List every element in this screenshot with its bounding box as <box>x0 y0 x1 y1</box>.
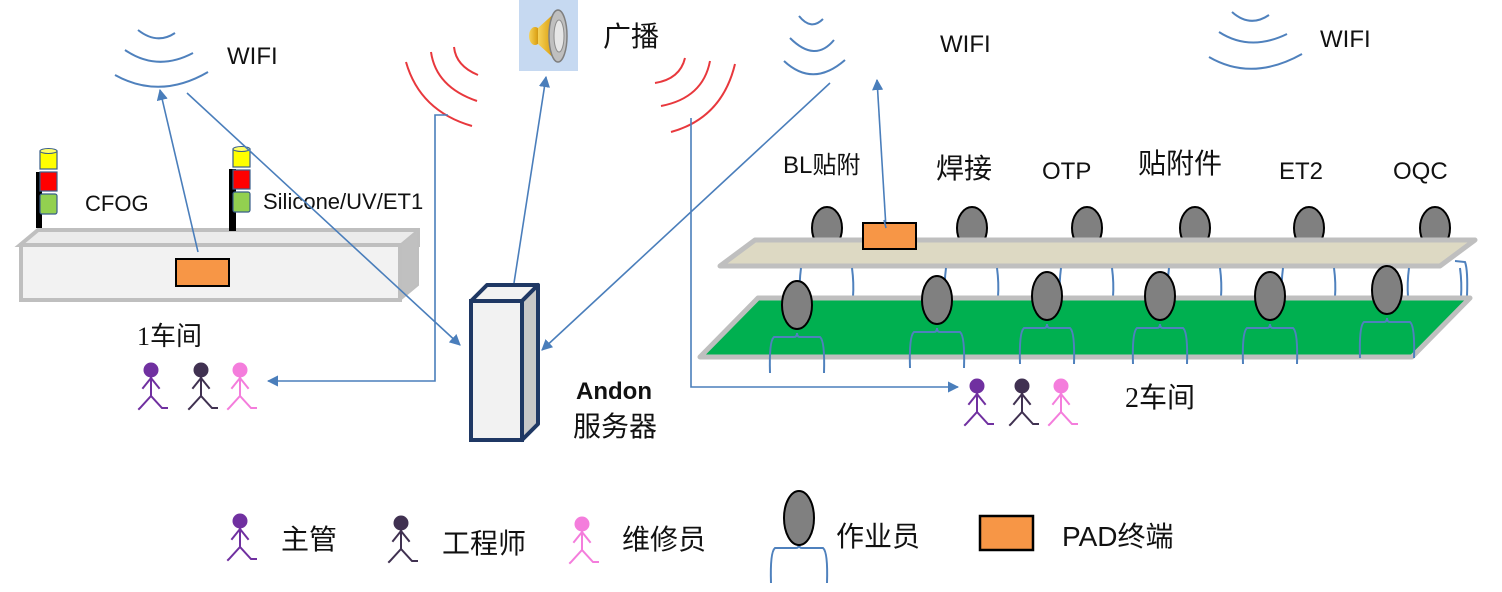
wifi-icon <box>783 15 846 76</box>
operator-head <box>1254 271 1286 321</box>
staff-supervisor <box>963 378 994 427</box>
station-label: 焊接 <box>936 153 992 185</box>
legend-repair-icon <box>568 516 599 565</box>
station-label: OTP <box>1042 158 1091 185</box>
wifi-icon <box>114 29 209 88</box>
broadcast-signal-left-icon <box>405 46 479 127</box>
speaker-icon <box>519 0 578 71</box>
wifi-label-1: WIFI <box>227 43 278 70</box>
station-label: 贴附件 <box>1138 148 1222 180</box>
operator-head <box>1371 265 1403 315</box>
operator-front <box>908 275 966 369</box>
wifi-label-3: WIFI <box>1320 26 1371 53</box>
legend-label-supervisor: 主管 <box>281 524 337 556</box>
operator-body <box>1358 317 1416 359</box>
pad-terminal-ws2[interactable] <box>862 222 917 250</box>
station-label: BL贴附 <box>783 152 860 179</box>
operator-body <box>1241 323 1299 365</box>
legend-operator-icon <box>769 490 829 584</box>
pad-terminal-icon <box>978 514 1035 552</box>
wifi-label-2: WIFI <box>940 31 991 58</box>
workshop2-production-line <box>697 206 1478 374</box>
operator-head <box>783 490 815 546</box>
operator-body <box>908 327 966 369</box>
station-label-cfog: CFOG <box>85 191 149 216</box>
legend: 主管 工程师 维修员 作业员 PAD终端 <box>226 490 1174 584</box>
operator-body <box>1018 323 1076 365</box>
operator-back-legs <box>1406 267 1463 298</box>
legend-label-engineer: 工程师 <box>442 528 526 560</box>
server-icon <box>469 283 540 442</box>
staff-engineer <box>187 362 218 411</box>
station-label: OQC <box>1393 158 1448 185</box>
legend-label-operator: 作业员 <box>836 521 920 553</box>
operator-front <box>1241 271 1299 365</box>
workshop1-bench <box>14 227 420 303</box>
broadcast-signal-right-icon <box>654 57 736 133</box>
arrow-server-to-speaker <box>513 75 550 284</box>
arrow-wifi1-to-server <box>186 92 461 346</box>
operator-head <box>1144 271 1176 321</box>
operator-head <box>781 280 813 330</box>
operator-body <box>1131 323 1189 365</box>
ws2-staff <box>963 378 1078 427</box>
staff-repair <box>1047 378 1078 427</box>
station-label: ET2 <box>1279 158 1323 185</box>
operator-head <box>921 275 953 325</box>
station-label-silicone: Silicone/UV/ET1 <box>263 189 423 214</box>
operator-front <box>1131 271 1189 365</box>
operator-back-legs <box>943 267 1000 298</box>
legend-supervisor-icon <box>226 513 257 562</box>
operator-body <box>768 332 826 374</box>
legend-engineer-icon <box>387 515 418 564</box>
operator-back-legs <box>1058 267 1115 298</box>
operator-body <box>769 543 829 584</box>
andon-light-silicone <box>229 146 251 231</box>
arrow-pad-to-wifi1 <box>156 88 199 253</box>
broadcast-label: 广播 <box>603 21 659 53</box>
conveyor-top <box>717 237 1478 269</box>
operator-front <box>1018 271 1076 365</box>
arrow-broadcast-to-ws2-staff <box>690 118 960 393</box>
wifi-icon <box>1208 11 1303 70</box>
conveyor-bottom <box>697 295 1473 360</box>
workshop2-label: 2车间 <box>1125 382 1195 414</box>
connectors <box>156 75 960 393</box>
arrow-wifi2-to-server <box>541 82 831 351</box>
staff-repair <box>226 362 257 411</box>
workshop1-label: 1车间 <box>137 322 202 351</box>
legend-label-pad: PAD终端 <box>1062 521 1174 552</box>
operator-front <box>768 280 826 374</box>
staff-supervisor <box>137 362 168 411</box>
operator-back-legs <box>1280 267 1337 298</box>
andon-light-cfog <box>36 148 58 228</box>
staff-engineer <box>1008 378 1039 427</box>
legend-label-repair: 维修员 <box>622 524 706 556</box>
pad-terminal-ws1[interactable] <box>175 258 230 287</box>
operator-head <box>1031 271 1063 321</box>
server-subtitle: 服务器 <box>573 411 657 443</box>
server-name: Andon <box>576 378 652 405</box>
ws1-staff <box>137 362 257 411</box>
arrow-pad-to-wifi2 <box>872 78 887 229</box>
arrow-broadcast-to-ws1-staff <box>266 114 448 387</box>
operator-front <box>1358 265 1416 359</box>
